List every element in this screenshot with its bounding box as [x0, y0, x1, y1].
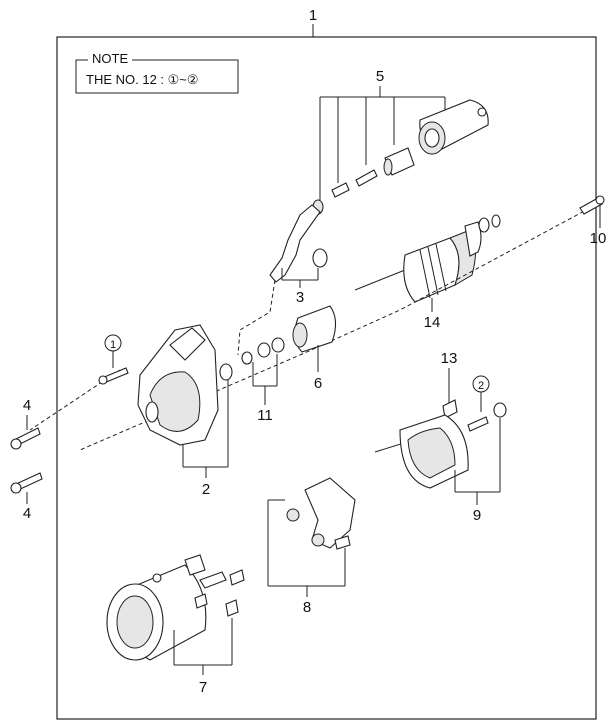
callout-5: 5 [376, 68, 384, 85]
circled-callout-1: 1 [110, 339, 116, 351]
note-text: THE NO. 12 : ①~② [86, 72, 199, 87]
solenoid-group: 5 [312, 68, 489, 215]
callout-10: 10 [590, 230, 607, 247]
callout-11: 11 [257, 407, 273, 424]
note-box: NOTE THE NO. 12 : ①~② [75, 51, 239, 94]
washer-set-11: 11 [241, 337, 285, 424]
diagram-frame [56, 36, 597, 720]
callout-2: 2 [202, 481, 210, 498]
yoke-assembly: 7 [106, 554, 245, 696]
callout-7: 7 [199, 679, 207, 696]
bolt-4-upper: 4 [10, 397, 41, 450]
callout-3: 3 [296, 289, 304, 306]
callout-9: 9 [473, 507, 481, 524]
callout-8: 8 [303, 599, 311, 616]
callout-4-lower: 4 [23, 505, 31, 522]
lever-group: 3 [237, 204, 328, 356]
through-bolt-10: 10 [579, 195, 607, 247]
bolt-4-lower: 4 [10, 472, 43, 522]
callout-1: 1 [309, 7, 317, 24]
callout-13: 13 [441, 350, 458, 367]
circled-callout-2: 2 [478, 380, 484, 392]
callout-14: 14 [424, 314, 441, 331]
note-title: NOTE [92, 51, 128, 66]
front-housing: 2 [137, 324, 233, 498]
pinion-gear: 6 [292, 305, 337, 392]
callout-6: 6 [314, 375, 322, 392]
rear-bracket: 13 2 9 [374, 350, 507, 524]
screw-circled-1: 1 [98, 334, 129, 385]
callout-4-upper: 4 [23, 397, 31, 414]
brush-holder: 8 [267, 477, 356, 616]
armature: 14 [354, 214, 501, 331]
